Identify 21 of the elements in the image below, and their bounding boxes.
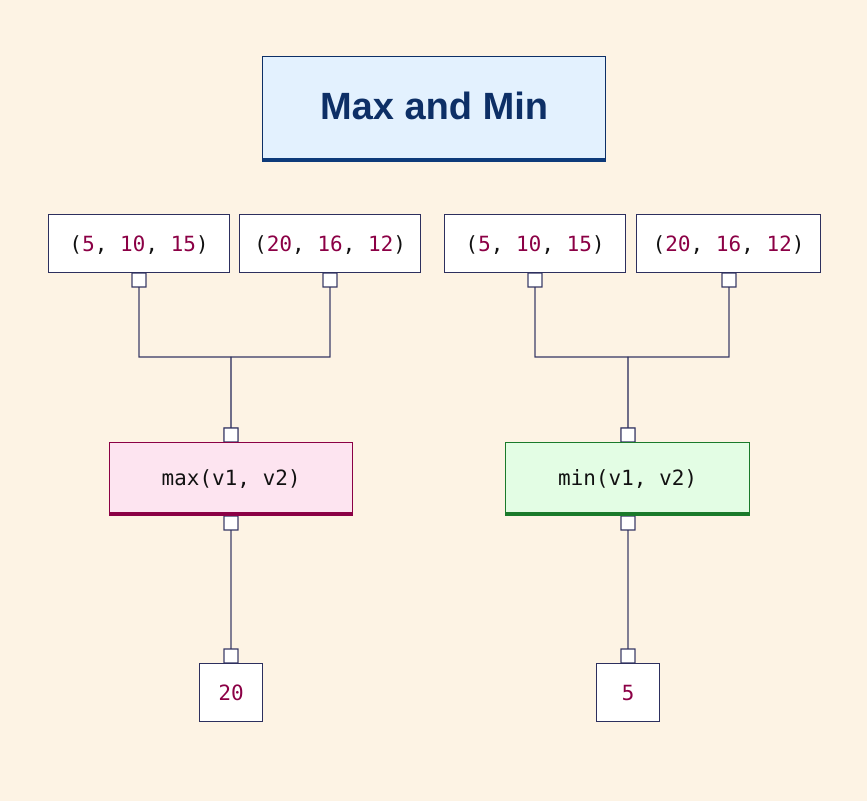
value-text: 5 [622,680,634,704]
value-text: max(v1, v2) [161,466,301,490]
value-box [636,214,821,273]
value-text: (20, 16, 12) [652,232,804,256]
value-box [199,663,263,722]
value-text: min(v1, v2) [558,466,698,490]
value-box [239,214,421,273]
value-text: (5, 10, 15) [465,232,605,256]
function-box [505,442,750,516]
value-text: (5, 10, 15) [69,232,209,256]
value-box [444,214,626,273]
value-box [48,214,230,273]
connector [620,515,636,664]
connector [223,515,239,664]
value-box [596,663,660,722]
value-text: 20 [218,680,244,704]
connector [223,272,338,443]
value-text: (20, 16, 12) [254,232,406,256]
title-banner: Max and Min [262,56,606,162]
function-box [109,442,353,516]
connector [620,272,737,443]
